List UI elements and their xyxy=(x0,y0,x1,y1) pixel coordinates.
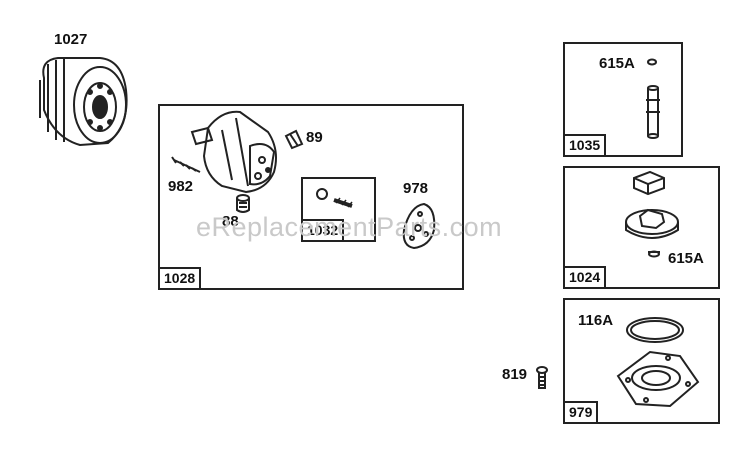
label-ring-615a-bottom: 615A xyxy=(668,250,704,267)
screw-982-drawing xyxy=(171,156,201,173)
breather-assembly-box: 1028 xyxy=(158,104,464,290)
shaft-1035-box: 1035 xyxy=(563,42,683,157)
cover-979-tag: 979 xyxy=(563,400,599,424)
label-oil-filter: 1027 xyxy=(54,31,88,48)
oil-pump-1024-drawing xyxy=(625,170,679,258)
label-screw-89: 89 xyxy=(306,129,323,146)
label-oring-116a: 116A xyxy=(578,312,614,329)
watermark-text: eReplacementParts.com xyxy=(196,212,503,242)
label-gasket-978: 978 xyxy=(403,180,429,197)
kit-1032-drawing xyxy=(316,188,353,208)
oil-filter-drawing xyxy=(39,57,128,147)
pump-1024-box: 1024 xyxy=(563,166,720,289)
cover-979-box: 979 xyxy=(563,298,720,424)
pump-1024-tag: 1024 xyxy=(563,265,607,289)
cover-979-drawing xyxy=(616,317,700,408)
label-plug-88: 88 xyxy=(222,213,239,230)
label-screw-982: 982 xyxy=(168,178,194,195)
breather-housing-drawing xyxy=(190,110,277,194)
screw-89-drawing xyxy=(284,129,304,150)
label-ring-615a-top: 615A xyxy=(599,55,635,72)
screw-819-drawing xyxy=(536,366,548,389)
label-screw-819: 819 xyxy=(502,366,528,383)
plug-88-drawing xyxy=(236,194,250,213)
gasket-978-drawing xyxy=(402,202,436,250)
kit-1032-tag: 1032 xyxy=(301,218,345,242)
kit-1032-box: 1032 xyxy=(301,177,376,242)
shaft-1035-drawing xyxy=(646,58,660,139)
shaft-1035-tag: 1035 xyxy=(563,133,607,157)
breather-assembly-tag: 1028 xyxy=(158,266,202,290)
